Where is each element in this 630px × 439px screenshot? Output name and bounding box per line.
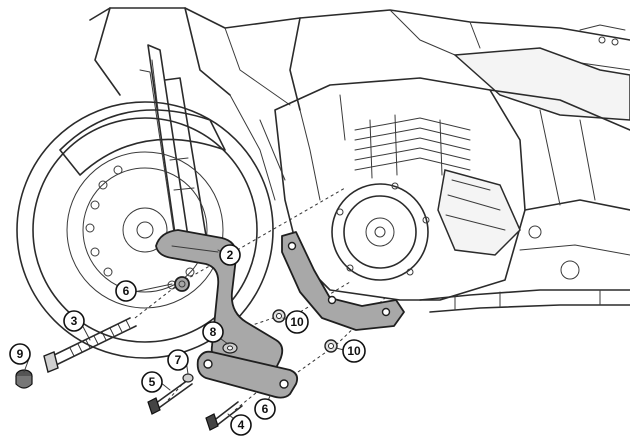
callout-2: 2 bbox=[219, 244, 241, 266]
callout-5: 5 bbox=[141, 371, 163, 393]
short-bolt-4 bbox=[205, 401, 243, 431]
washer-7 bbox=[182, 373, 194, 383]
end-cap bbox=[15, 369, 33, 389]
callout-9-label: 9 bbox=[17, 347, 24, 361]
callout-5-label: 5 bbox=[149, 375, 156, 389]
callout-4: 4 bbox=[230, 414, 252, 436]
callout-9: 9 bbox=[9, 343, 31, 365]
callout-10-upper: 10 bbox=[285, 310, 309, 334]
callout-6-lower: 6 bbox=[254, 398, 276, 420]
washer-10a bbox=[272, 309, 286, 323]
callout-3-label: 3 bbox=[71, 314, 78, 328]
washer-10b bbox=[324, 339, 338, 353]
callout-7: 7 bbox=[167, 349, 189, 371]
callout-6-upper: 6 bbox=[115, 280, 137, 302]
callout-6-upper-label: 6 bbox=[123, 284, 130, 298]
engine-mounting-bracket bbox=[281, 231, 405, 331]
cover-bolts bbox=[336, 182, 430, 276]
callout-10-lower-label: 10 bbox=[347, 344, 361, 358]
short-bolt-5 bbox=[147, 379, 193, 415]
motorcycle-outline bbox=[16, 7, 630, 359]
spacer-8 bbox=[222, 342, 238, 354]
callout-4-label: 4 bbox=[238, 418, 245, 432]
callout-6-lower-label: 6 bbox=[262, 402, 269, 416]
callout-7-label: 7 bbox=[175, 353, 182, 367]
callout-10-lower: 10 bbox=[342, 339, 366, 363]
lower-mounting-plate bbox=[196, 350, 299, 399]
callout-8: 8 bbox=[202, 321, 224, 343]
callout-10-upper-label: 10 bbox=[290, 315, 304, 329]
callout-3: 3 bbox=[63, 310, 85, 332]
callout-8-label: 8 bbox=[210, 325, 217, 339]
callout-2-label: 2 bbox=[227, 248, 234, 262]
